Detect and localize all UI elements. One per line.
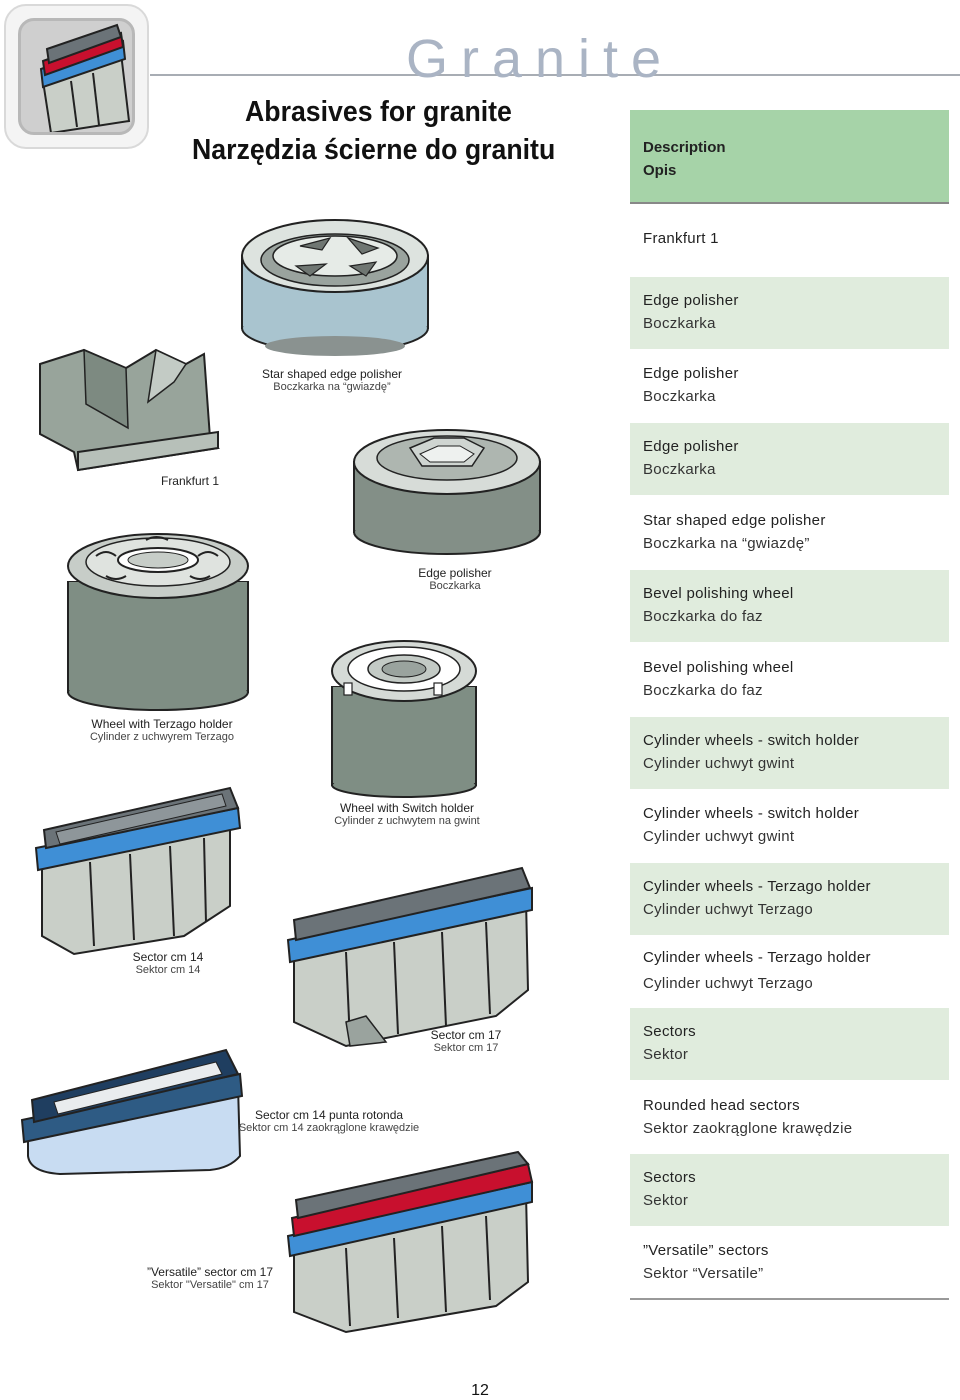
list-item: Sectors Sektor xyxy=(630,1154,949,1226)
row-line1: Bevel polishing wheel xyxy=(643,585,794,602)
row-line1: Sectors xyxy=(643,1023,696,1040)
list-item: ”Versatile” sectors Sektor “Versatile” xyxy=(630,1227,949,1297)
list-item: Cylinder wheels - Terzago holder Cylinde… xyxy=(630,863,949,935)
caption-edge: Edge polisher Boczkarka xyxy=(400,566,510,592)
row-line1: Rounded head sectors xyxy=(643,1097,800,1114)
row-line2: Sektor “Versatile” xyxy=(643,1265,764,1282)
row-line2: Cylinder uchwyt gwint xyxy=(643,755,795,772)
caption-star: Star shaped edge polisher Boczkarka na “… xyxy=(252,367,412,393)
row-line2: Boczkarka xyxy=(643,461,716,478)
list-item: Bevel polishing wheel Boczkarka do faz xyxy=(630,644,949,716)
list-item: Rounded head sectors Sektor zaokrąglone … xyxy=(630,1082,949,1154)
row-line2: Boczkarka do faz xyxy=(643,608,763,625)
description-header: Description Opis xyxy=(630,110,949,204)
caption-sector17: Sector cm 17 Sektor cm 17 xyxy=(416,1028,516,1054)
granite-logo xyxy=(4,4,149,149)
switch-wheel-image xyxy=(331,640,477,798)
row-line2: Sektor xyxy=(643,1192,689,1209)
heading-polish: Narzędzia ścierne do granitu xyxy=(192,134,556,166)
row-line1: Cylinder wheels - Terzago holder xyxy=(643,949,871,966)
caption-line2: Cylinder z uchwytem na gwint xyxy=(334,815,480,827)
terzago-wheel-image xyxy=(67,533,249,711)
row-line1: Frankfurt 1 xyxy=(643,230,719,247)
row-line1: Edge polisher xyxy=(643,365,739,382)
row-line2: Sektor zaokrąglone krawędzie xyxy=(643,1120,853,1137)
caption-line1: ”Versatile” sector cm 17 xyxy=(146,1265,274,1279)
list-item: Cylinder wheels - switch holder Cylinder… xyxy=(630,717,949,789)
frankfurt-image xyxy=(39,348,220,472)
row-line1: Bevel polishing wheel xyxy=(643,659,794,676)
row-line1: Edge polisher xyxy=(643,438,739,455)
row-line2: Cylinder uchwyt Terzago xyxy=(643,901,814,918)
row-line1: Star shaped edge polisher xyxy=(643,512,826,529)
list-item: Frankfurt 1 xyxy=(630,230,949,278)
row-line2: Sektor xyxy=(643,1046,689,1063)
sector-17-image xyxy=(286,866,533,1048)
description-label-en: Description xyxy=(643,139,726,156)
list-item: Cylinder wheels - Terzago holder Cylinde… xyxy=(630,936,949,1008)
description-label-pl: Opis xyxy=(643,162,677,179)
heading-english: Abrasives for granite xyxy=(245,96,512,128)
caption-rotonda: Sector cm 14 punta rotonda Sektor cm 14 … xyxy=(234,1108,424,1134)
star-edge-polisher-image xyxy=(241,219,429,356)
caption-line2: Sektor cm 14 xyxy=(135,964,201,976)
row-line2: Boczkarka na “gwiazdę” xyxy=(643,535,810,552)
caption-line2: Sektor cm 17 xyxy=(433,1042,499,1054)
row-line1: ”Versatile” sectors xyxy=(643,1242,769,1259)
row-line1: Edge polisher xyxy=(643,292,739,309)
caption-frankfurt: Frankfurt 1 xyxy=(150,474,230,488)
caption-line2: Sektor cm 14 zaokrąglone krawędzie xyxy=(238,1122,420,1134)
table-bottom-rule xyxy=(630,1298,949,1300)
caption-versatile: ”Versatile” sector cm 17 Sektor "Versati… xyxy=(140,1265,280,1291)
caption-line1: Sector cm 17 xyxy=(430,1028,502,1042)
list-item: Edge polisher Boczkarka xyxy=(630,277,949,349)
caption-line1: Star shaped edge polisher xyxy=(261,367,403,381)
row-line1: Cylinder wheels - switch holder xyxy=(643,805,860,822)
caption-line1: Frankfurt 1 xyxy=(160,474,220,488)
list-item: Edge polisher Boczkarka xyxy=(630,350,949,422)
row-line2: Cylinder uchwyt Terzago xyxy=(643,975,814,992)
row-line2: Cylinder uchwyt gwint xyxy=(643,828,795,845)
caption-line2: Boczkarka na “gwiazdę” xyxy=(273,381,391,393)
sector-14-image xyxy=(34,786,242,956)
title-rule xyxy=(150,74,960,76)
edge-polisher-image xyxy=(353,429,541,555)
caption-line1: Sector cm 14 xyxy=(132,950,204,964)
caption-line1: Wheel with Switch holder xyxy=(339,801,475,815)
logo-sector-image xyxy=(18,18,135,135)
caption-line2: Cylinder z uchwyrem Terzago xyxy=(89,731,235,743)
row-line1: Sectors xyxy=(643,1169,696,1186)
list-item: Cylinder wheels - switch holder Cylinder… xyxy=(630,790,949,862)
row-line2: Boczkarka xyxy=(643,388,716,405)
page-title: Granite xyxy=(406,29,675,89)
row-line1: Cylinder wheels - switch holder xyxy=(643,732,860,749)
sector-rounded-image xyxy=(20,1048,244,1176)
row-line2: Boczkarka xyxy=(643,315,716,332)
caption-line2: Sektor "Versatile" cm 17 xyxy=(151,1279,269,1291)
caption-line1: Edge polisher xyxy=(418,566,492,580)
list-item: Star shaped edge polisher Boczkarka na “… xyxy=(630,497,949,569)
caption-line2: Boczkarka xyxy=(429,580,481,592)
caption-line1: Wheel with Terzago holder xyxy=(91,717,233,731)
list-item: Bevel polishing wheel Boczkarka do faz xyxy=(630,570,949,642)
caption-line1: Sector cm 14 punta rotonda xyxy=(254,1108,404,1122)
sector-versatile-image xyxy=(286,1150,534,1334)
caption-terzago: Wheel with Terzago holder Cylinder z uch… xyxy=(82,717,242,743)
list-item: Sectors Sektor xyxy=(630,1008,949,1080)
row-line1: Cylinder wheels - Terzago holder xyxy=(643,878,871,895)
page-number: 12 xyxy=(471,1382,489,1399)
row-line2: Boczkarka do faz xyxy=(643,682,763,699)
caption-sector14: Sector cm 14 Sektor cm 14 xyxy=(118,950,218,976)
caption-switch: Wheel with Switch holder Cylinder z uchw… xyxy=(322,801,492,827)
list-item: Edge polisher Boczkarka xyxy=(630,423,949,495)
